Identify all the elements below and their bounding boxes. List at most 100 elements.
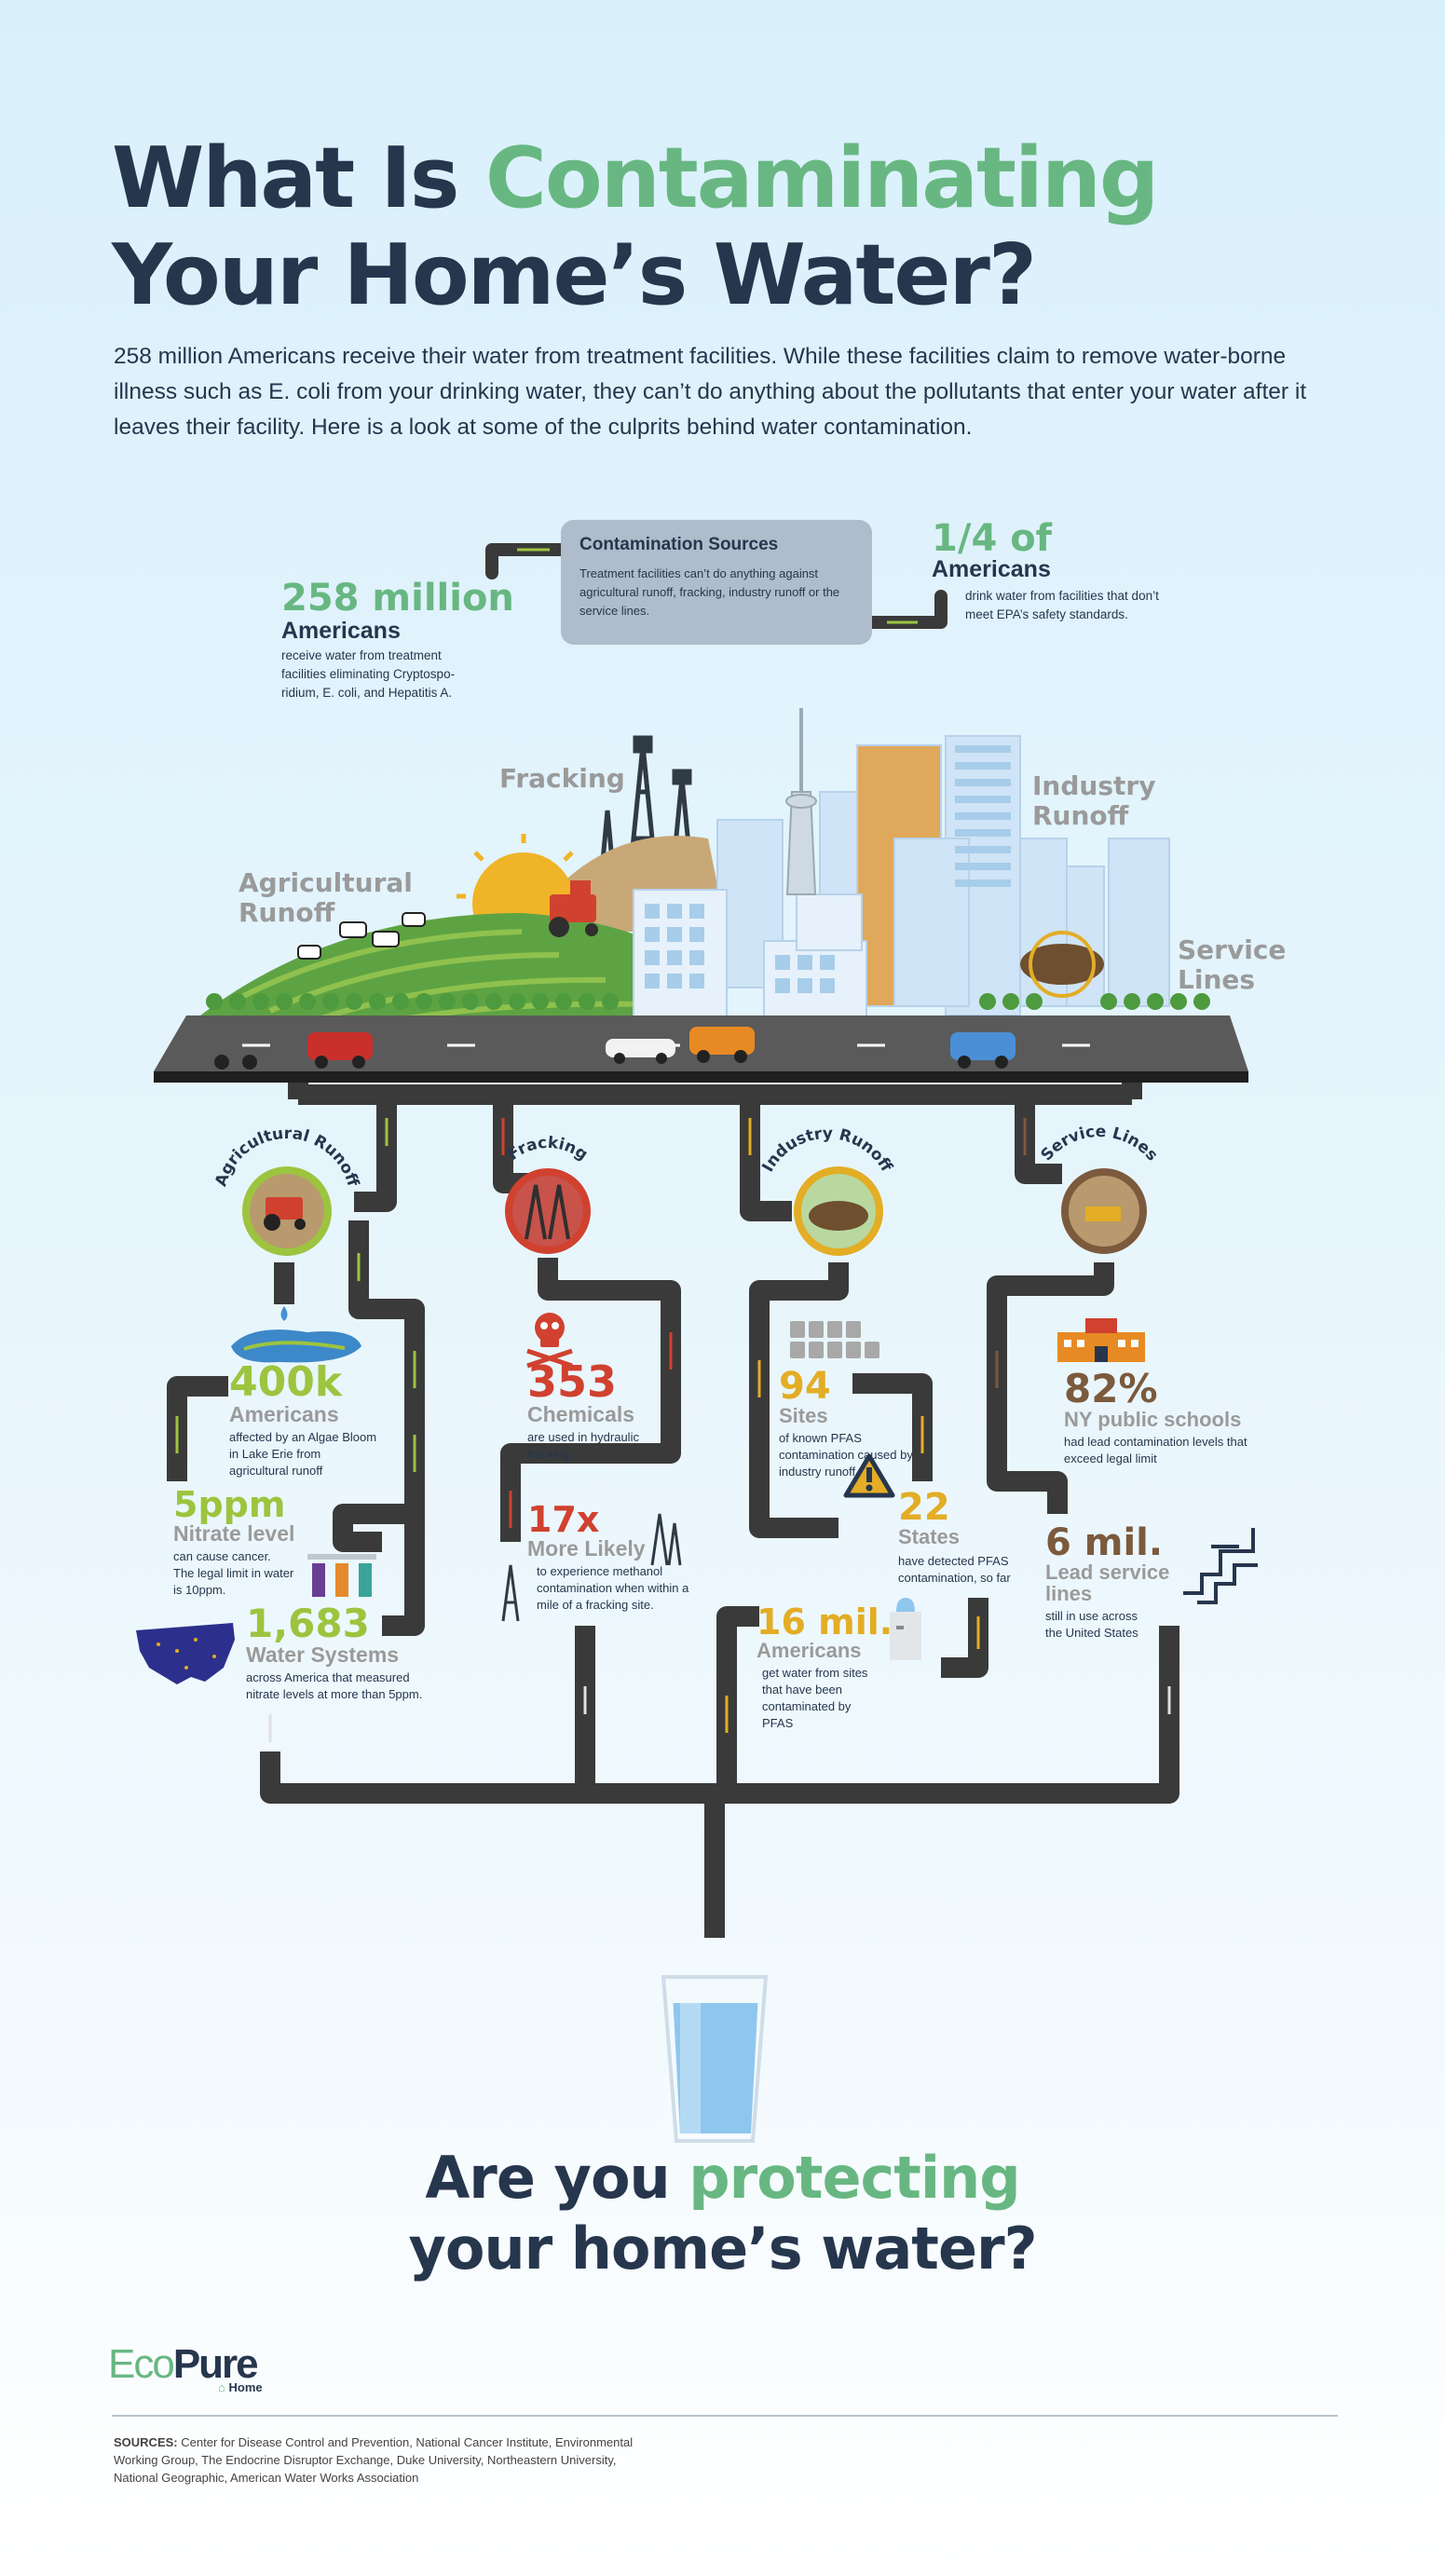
stat-number: 22: [898, 1486, 950, 1529]
sources-footnote: SOURCES: Center for Disease Control and …: [114, 2433, 635, 2487]
stat-desc: receive water from treatment facilities …: [281, 648, 456, 701]
title-highlight: Contaminating: [484, 129, 1160, 227]
circle-industry: Industry Runoff: [758, 1124, 896, 1256]
stat-number: 5ppm: [173, 1484, 286, 1525]
stat-desc: of known PFAS contamination caused by in…: [779, 1431, 913, 1479]
stat-82-percent: 82% NY public schools had lead contamina…: [1064, 1370, 1278, 1467]
scene-label-industry: Industry Runoff: [1032, 770, 1156, 831]
stat-258-million: 258 million Americans receive water from…: [281, 579, 524, 702]
stat-label: Americans: [281, 618, 401, 644]
scene-label-fracking: Fracking: [499, 763, 625, 794]
stat-16-mil: 16 mil. Americans get water from sites t…: [757, 1604, 906, 1732]
title-part-1: What Is: [112, 129, 485, 227]
warning-icon: [843, 1453, 895, 1498]
stat-label: NY public schools: [1064, 1408, 1242, 1431]
building-windows: [645, 745, 1011, 993]
test-tubes-icon: [307, 1554, 376, 1597]
stat-22: 22 States have detected PFAS contaminati…: [898, 1489, 1038, 1587]
cta-part-1: Are you: [425, 2144, 689, 2212]
box-desc: Treatment facilities can’t do anything a…: [579, 566, 840, 618]
stat-400k: 400k Americans affected by an Algae Bloo…: [229, 1362, 416, 1479]
sources-label: SOURCES:: [114, 2435, 178, 2449]
cars: [214, 1027, 1016, 1070]
circle-label-service: Service Lines: [1038, 1123, 1162, 1165]
cta-line-2: your home’s water?: [408, 2215, 1037, 2283]
stat-label: Lead service lines: [1045, 1561, 1170, 1606]
stat-desc: had lead contamination levels that excee…: [1064, 1435, 1247, 1466]
stat-number: 94: [779, 1365, 831, 1408]
stat-5ppm: 5ppm Nitrate level can cause cancer. The…: [173, 1487, 360, 1599]
stat-label: More Likely: [527, 1536, 646, 1561]
stat-label: States: [898, 1525, 961, 1548]
logo-home: Home: [228, 2380, 263, 2394]
stat-1683: 1,683 Water Systems across America that …: [246, 1604, 451, 1703]
stat-number: 1,683: [246, 1601, 370, 1646]
top-pipe-accents: [517, 548, 918, 624]
pipe-accents: [175, 1118, 1171, 1742]
intro-paragraph: 258 million Americans receive their wate…: [114, 344, 1307, 440]
service-pipes-icon: [1183, 1528, 1258, 1604]
footer-divider: [112, 2415, 1338, 2417]
water-drop-icon: [231, 1306, 361, 1363]
ecopure-logo: EcoPure ⌂ Home: [108, 2341, 263, 2394]
stat-desc: across America that measured nitrate lev…: [246, 1670, 423, 1702]
stat-6-mil: 6 mil. Lead service lines still in use a…: [1045, 1524, 1185, 1642]
scene-label-agricultural: Agricultural Runoff: [239, 867, 413, 928]
cows-icon: [297, 912, 426, 960]
stat-number: 258 million: [281, 577, 514, 620]
stat-label: Water Systems: [246, 1642, 400, 1667]
stat-label: Chemicals: [527, 1402, 635, 1426]
stat-desc: have detected PFAS contamination, so far: [898, 1554, 1011, 1586]
stat-number: 82%: [1064, 1366, 1158, 1411]
logo-pure: Pure: [172, 2341, 259, 2387]
stat-label: Americans: [932, 556, 1051, 582]
circle-service: Service Lines: [1038, 1123, 1162, 1254]
stat-number: 1/4 of: [932, 517, 1053, 560]
city-scene: [154, 708, 1248, 1083]
stat-number: 17x: [527, 1499, 600, 1540]
tower-icon: [785, 708, 817, 895]
stat-quarter-americans: 1/4 of Americans drink water from facili…: [932, 520, 1174, 624]
scene-label-service: Service Lines: [1178, 934, 1287, 995]
stat-17x: 17x More Likely to experience methanol c…: [527, 1502, 714, 1614]
svg-text:Fracking: Fracking: [505, 1134, 592, 1165]
contamination-sources-box: Contamination Sources Treatment faciliti…: [561, 520, 872, 645]
box-title: Contamination Sources: [579, 535, 779, 554]
stat-number: 400k: [229, 1358, 343, 1406]
stat-353: 353 Chemicals are used in hydraulic frac…: [527, 1360, 695, 1463]
stat-label: Sites: [779, 1404, 828, 1427]
sources-text: Center for Disease Control and Preventio…: [114, 2435, 634, 2485]
school-icon: [1057, 1318, 1145, 1362]
stat-94: 94 Sites of known PFAS contamination cau…: [779, 1368, 947, 1480]
skull-crossbones-icon: [526, 1313, 573, 1369]
us-map-icon: [136, 1623, 235, 1684]
title-line-2: Your Home’s Water?: [112, 226, 1037, 324]
circle-fracking: Fracking: [505, 1134, 592, 1254]
water-cooler-icon: [890, 1598, 921, 1660]
stat-desc: are used in hydraulic fracking: [527, 1430, 639, 1462]
barrels-icon: [790, 1321, 879, 1358]
trees: [206, 993, 1210, 1010]
circle-label-fracking: Fracking: [505, 1134, 592, 1165]
water-glass-icon: [661, 1975, 769, 2143]
stat-number: 16 mil.: [757, 1601, 893, 1642]
logo-home-badge: ⌂ Home: [218, 2381, 263, 2393]
stat-desc: get water from sites that have been cont…: [762, 1666, 868, 1731]
stat-desc: still in use across the United States: [1045, 1609, 1138, 1641]
small-rig-icon: [501, 1513, 682, 1622]
stat-desc: drink water from facilities that don’t m…: [965, 589, 1159, 622]
stat-desc: affected by an Algae Bloom in Lake Erie …: [229, 1430, 377, 1479]
stat-number: 6 mil.: [1045, 1521, 1164, 1564]
stat-desc: can cause cancer. The legal limit in wat…: [173, 1549, 294, 1598]
home-icon: ⌂: [218, 2380, 225, 2394]
stat-label: Americans: [229, 1402, 339, 1426]
stat-number: 353: [527, 1356, 618, 1407]
logo-eco: Eco: [108, 2341, 175, 2387]
cta-highlight: protecting: [688, 2144, 1020, 2212]
stat-label: Nitrate level: [173, 1521, 295, 1546]
tractor-icon: [549, 880, 598, 937]
stat-label: Americans: [757, 1639, 862, 1662]
